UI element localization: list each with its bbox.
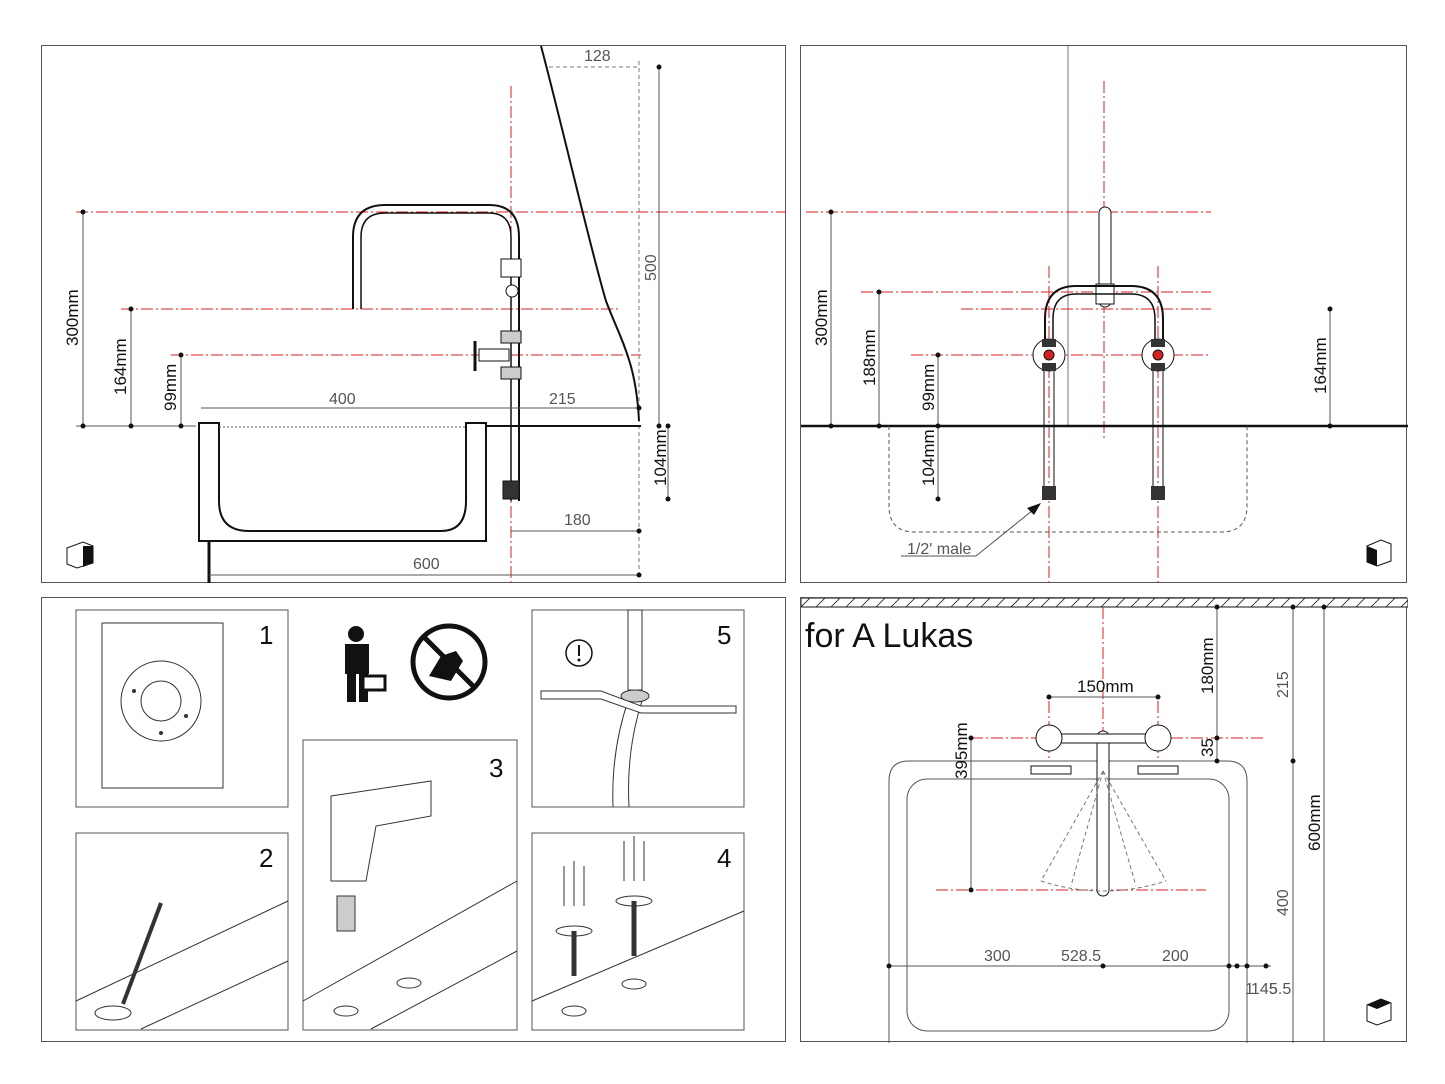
dim-300-front: 300mm xyxy=(812,289,831,346)
dim-w5: 5.5 xyxy=(1269,981,1291,998)
connection-label: 1/2' male xyxy=(907,541,972,558)
plan-view-drawing: for A Lukas 150mm 180mm 35 xyxy=(801,598,1408,1043)
dim-w200: 200 xyxy=(1162,948,1189,965)
dim-99-front: 99mm xyxy=(919,364,938,411)
dim-395: 395mm xyxy=(952,722,971,779)
dim-total: 600 xyxy=(413,556,440,573)
dim-600-plan: 600mm xyxy=(1305,794,1324,851)
dim-99: 99mm xyxy=(161,364,180,411)
step-4-number: 4 xyxy=(717,843,731,873)
dim-spacing: 150mm xyxy=(1077,677,1134,696)
install-steps-drawing: 1 2 3 4 5 xyxy=(75,609,745,1031)
dim-depth: 180 xyxy=(564,512,591,529)
dim-300: 300mm xyxy=(63,289,82,346)
dim-height-total: 500 xyxy=(643,254,660,281)
plan-view-panel: for A Lukas 150mm 180mm 35 xyxy=(800,597,1408,1043)
dim-offset: 215 xyxy=(549,391,576,408)
dim-w1: 1 xyxy=(1245,981,1254,998)
installer-icon xyxy=(345,626,387,702)
dim-400-plan: 400 xyxy=(1275,889,1292,916)
dim-215: 215 xyxy=(1275,671,1292,698)
side-view-panel: 128 500 300mm 164mm 99mm 400 215 104mm 1… xyxy=(41,45,786,583)
step-3-number: 3 xyxy=(489,753,503,783)
dim-180-plan: 180mm xyxy=(1198,637,1217,694)
cube-icon xyxy=(1366,539,1392,567)
step-1-number: 1 xyxy=(259,620,273,650)
cube-icon xyxy=(66,541,94,569)
dim-w300: 300 xyxy=(984,948,1011,965)
dim-104: 104mm xyxy=(919,429,938,486)
plan-title: for A Lukas xyxy=(805,617,973,655)
dim-basin-width: 400 xyxy=(329,391,356,408)
attention-icon xyxy=(565,639,593,667)
dim-top: 128 xyxy=(584,48,611,65)
cube-icon xyxy=(1366,998,1392,1026)
dim-164: 164mm xyxy=(111,338,130,395)
dim-164-front: 164mm xyxy=(1311,337,1330,394)
front-view-panel: 1/2' male 300mm 188mm 99mm 104mm 164mm xyxy=(800,45,1408,583)
step-2-number: 2 xyxy=(259,843,273,873)
step-5-number: 5 xyxy=(717,620,731,650)
dim-w528: 528.5 xyxy=(1061,948,1101,965)
front-view-drawing: 1/2' male 300mm 188mm 99mm 104mm 164mm xyxy=(801,46,1408,583)
dim-below: 104mm xyxy=(651,429,670,486)
dim-35: 35 xyxy=(1198,738,1217,757)
side-view-drawing: 128 500 300mm 164mm 99mm 400 215 104mm 1… xyxy=(63,46,786,583)
no-strength-icon xyxy=(410,623,488,701)
dim-w145: 145 xyxy=(1251,981,1278,998)
dim-188: 188mm xyxy=(860,329,879,386)
install-steps-panel: 1 2 3 4 5 xyxy=(41,597,786,1042)
